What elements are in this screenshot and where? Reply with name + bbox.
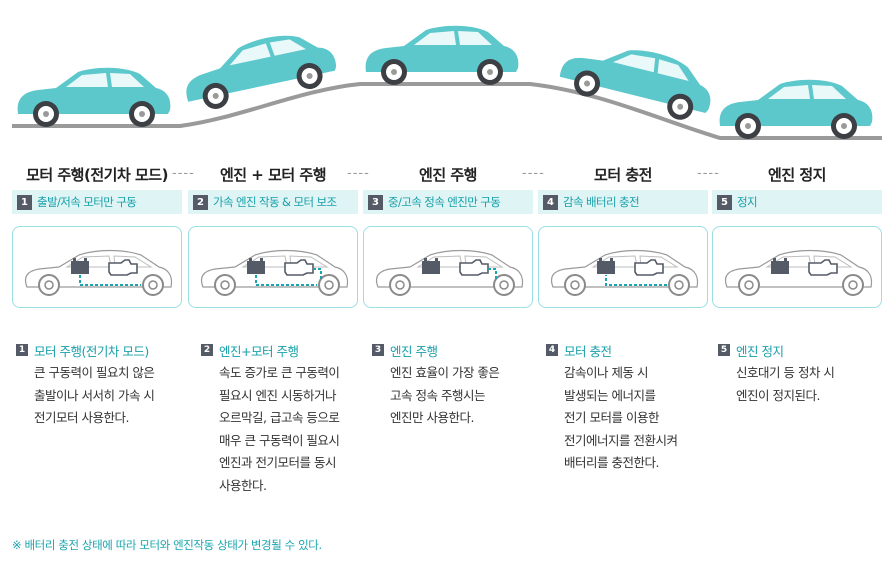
car-outline-icon <box>724 249 873 296</box>
step-number-badge: 3 <box>368 194 383 210</box>
desc-heading-5: 5 엔진 정지 <box>718 341 784 359</box>
stage-1-title: 모터 주행(전기차 모드) <box>26 166 168 184</box>
desc-body-2: 속도 증가로 큰 구동력이 필요시 엔진 시동하거나 오르막길, 급고속 등으로… <box>219 365 340 493</box>
desc-body-3: 엔진 효율이 가장 좋은 고속 정속 주행시는 엔진만 사용한다. <box>390 365 500 425</box>
step-number-badge: 1 <box>17 194 32 210</box>
battery-icon <box>597 261 615 274</box>
divider: ---- <box>697 166 720 181</box>
stage-3-title: 엔진 주행 <box>419 166 477 184</box>
car-diagram-1 <box>12 226 182 308</box>
desc-body-4: 감속이나 제동 시 발생되는 에너지를 전기 모터를 이용한 전기에너지를 전환… <box>564 365 678 470</box>
step-bar-2: 2 가속 엔진 작동 & 모터 보조 <box>188 190 358 214</box>
step-bar-3: 3 중/고속 정속 엔진만 구동 <box>363 190 533 214</box>
step-bar-4: 4 감속 배터리 충전 <box>538 190 708 214</box>
battery-icon <box>247 261 265 274</box>
step-bar-1: 1 출발/저속 모터만 구동 <box>12 190 182 214</box>
desc-number-badge: 3 <box>372 344 384 356</box>
car-outline-icon <box>24 249 173 296</box>
car-outline-icon <box>200 249 349 296</box>
engine-icon <box>108 259 138 276</box>
step-number-badge: 2 <box>193 194 208 210</box>
car-diagram-3 <box>363 226 533 308</box>
desc-heading-2: 2 엔진+모터 주행 <box>201 341 299 359</box>
step-number-badge: 4 <box>543 194 558 210</box>
battery-icon <box>71 261 89 274</box>
desc-heading-4: 4 모터 충전 <box>546 341 612 359</box>
road-scene <box>12 25 882 140</box>
car-diagram-2 <box>188 226 358 308</box>
car-2-icon <box>186 35 337 109</box>
car-5-icon <box>719 79 873 139</box>
desc-number-badge: 1 <box>16 344 28 356</box>
footnote: ※ 배터리 충전 상태에 따라 모터와 엔진작동 상태가 변경될 수 있다. <box>12 538 322 552</box>
divider: ---- <box>522 166 545 181</box>
desc-title: 엔진 주행 <box>390 343 438 359</box>
desc-number-badge: 4 <box>546 344 558 356</box>
engine-icon <box>634 259 664 276</box>
desc-number-badge: 5 <box>718 344 730 356</box>
stage-4-title: 모터 충전 <box>594 166 652 184</box>
car-outline-icon <box>375 249 524 296</box>
car-1-icon <box>17 67 171 127</box>
car-outline-icon <box>550 249 699 296</box>
desc-body-5: 신호대기 등 정차 시 엔진이 정지된다. <box>736 365 835 403</box>
desc-title: 모터 주행(전기차 모드) <box>34 343 149 359</box>
road <box>12 82 882 140</box>
step-label: 중/고속 정속 엔진만 구동 <box>388 195 501 209</box>
battery-icon <box>422 261 440 274</box>
divider: ---- <box>172 166 195 181</box>
battery-icon <box>771 261 789 274</box>
divider: ---- <box>347 166 370 181</box>
step-label: 정지 <box>737 195 758 209</box>
car-3-icon <box>365 25 519 85</box>
desc-heading-3: 3 엔진 주행 <box>372 341 438 359</box>
engine-icon <box>808 259 838 276</box>
car-diagram-4 <box>538 226 708 308</box>
step-label: 감속 배터리 충전 <box>563 195 640 209</box>
step-number-badge: 5 <box>717 194 732 210</box>
step-label: 출발/저속 모터만 구동 <box>37 195 137 209</box>
desc-body-1: 큰 구동력이 필요치 않은 출발이나 서서히 가속 시 전기모터 사용한다. <box>34 365 155 425</box>
stage-2-title: 엔진 + 모터 주행 <box>219 166 327 184</box>
desc-number-badge: 2 <box>201 344 213 356</box>
step-label: 가속 엔진 작동 & 모터 보조 <box>213 195 337 209</box>
desc-title: 엔진 정지 <box>736 343 784 359</box>
desc-title: 모터 충전 <box>564 343 612 359</box>
car-4-icon <box>559 50 711 120</box>
car-diagram-5 <box>712 226 882 308</box>
stage-5-title: 엔진 정지 <box>768 166 826 184</box>
step-bar-5: 5 정지 <box>712 190 882 214</box>
desc-heading-1: 1 모터 주행(전기차 모드) <box>16 341 149 359</box>
desc-title: 엔진+모터 주행 <box>219 343 299 359</box>
